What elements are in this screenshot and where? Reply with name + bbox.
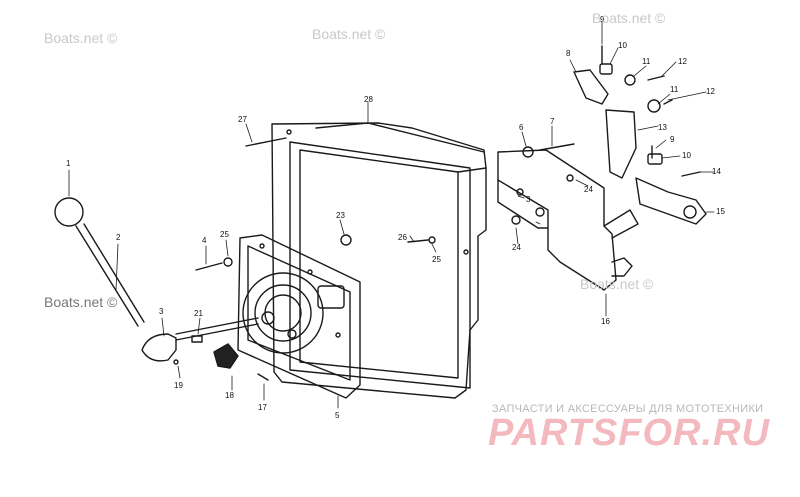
callout-3: 3 [159,307,164,316]
brand-logo: PARTSFOR.RU [488,412,770,454]
watermark: Boats.net © [580,276,654,292]
callout-3b: 3 [526,195,531,204]
callout-9b: 9 [670,135,675,144]
callout-14: 14 [712,167,721,176]
callout-25a: 25 [220,230,229,239]
lever-handle [141,333,177,362]
callout-5: 5 [335,411,340,420]
shift-lever [75,223,259,341]
callout-28: 28 [364,95,373,104]
callout-8: 8 [566,49,571,58]
callout-13: 13 [658,123,667,132]
fasteners [173,45,701,381]
callout-6: 6 [519,123,524,132]
housing-box [271,122,487,399]
grip [213,343,239,369]
callout-2: 2 [116,233,121,242]
watermark: Boats.net © [312,26,386,42]
callout-10b: 10 [682,151,691,160]
leader-lines [68,21,715,409]
callout-23: 23 [336,211,345,220]
callout-19: 19 [174,381,183,390]
lever-knob [54,197,84,227]
callout-12b: 12 [706,87,715,96]
callout-26: 26 [398,233,407,242]
callout-1: 1 [66,159,71,168]
callout-4: 4 [202,236,207,245]
callout-18: 18 [225,391,234,400]
brand-subtitle: ЗАПЧАСТИ И АКСЕССУАРЫ ДЛЯ МОТОТЕХНИКИ [492,403,764,415]
callout-7: 7 [550,117,555,126]
mount-plate [573,69,609,105]
callout-21: 21 [194,309,203,318]
callout-10a: 10 [618,41,627,50]
watermark: Boats.net © [592,10,666,26]
bracket-assembly [497,149,639,291]
callout-labels: 1 2 3 4 25 5 6 7 8 9 10 11 12 11 12 13 9… [66,15,725,420]
watermark: Boats.net © [44,294,118,310]
clip-bracket [635,177,707,225]
callout-17: 17 [258,403,267,412]
callout-12a: 12 [678,57,687,66]
callout-16: 16 [601,317,610,326]
callout-11a: 11 [642,57,651,66]
callout-25b: 25 [432,255,441,264]
mount-plate-lower [605,109,637,179]
front-plate [237,234,361,399]
callout-24a: 24 [584,185,593,194]
callout-11b: 11 [670,85,679,94]
callout-27: 27 [238,115,247,124]
callout-9a: 9 [600,15,605,24]
watermark: Boats.net © [44,30,118,46]
callout-15: 15 [716,207,725,216]
callout-24b: 24 [512,243,521,252]
